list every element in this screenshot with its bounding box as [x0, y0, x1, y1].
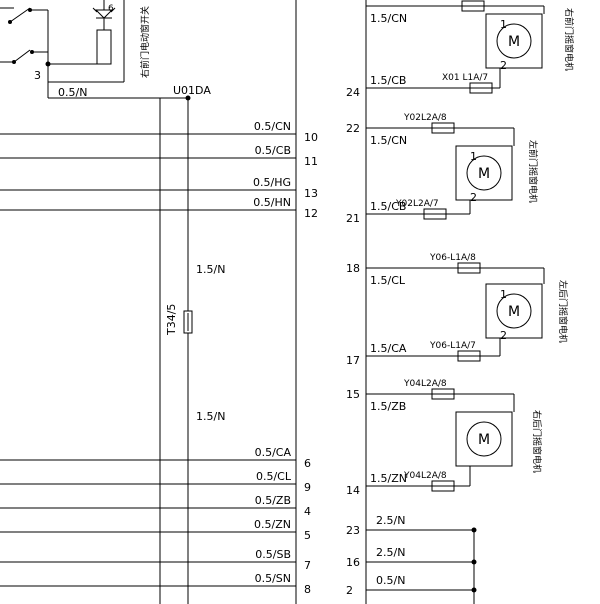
motor-label: 右后门摇窗电机 [531, 410, 543, 473]
ground-wire-label: 0.5/N [376, 574, 405, 587]
left-wire-label: 0.5/SN [255, 572, 291, 585]
fuse-wire-bottom: 1.5/N [196, 410, 225, 423]
motor-label: 右前门摇窗电机 [563, 8, 575, 71]
switch-ground-wire: 0.5/N [58, 86, 87, 99]
motor-bottom-connector: Y06-L1A/7 [429, 341, 476, 351]
left-wire-pin: 8 [304, 583, 311, 596]
switch-label: 右前门电动窗开关 [139, 6, 151, 78]
motor-bottom-wire: 1.5/CB [370, 74, 406, 87]
motor-label: 左后门摇窗电机 [557, 280, 569, 343]
motor-m-label: M [508, 304, 520, 320]
motor-m-label: M [508, 34, 520, 50]
motor-symbol [466, 155, 502, 191]
left-wire-pin: 6 [304, 457, 311, 470]
motor-bottom-connector: Y04L2A/8 [403, 471, 447, 481]
left-wire-pin: 4 [304, 505, 311, 518]
ground-wire-group: 2.5/N 23 2.5/N 16 0.5/N 2 [346, 514, 477, 604]
node-u01da: U01DA [173, 84, 211, 97]
motor-bottom-connector: Y02L2A/7 [395, 199, 439, 209]
ground-wire-label: 2.5/N [376, 514, 405, 527]
left-wire-pin: 5 [304, 529, 311, 542]
motor-top-pin: 15 [346, 388, 360, 401]
ground-node [471, 587, 477, 593]
motor-bottom-pin: 24 [346, 86, 360, 99]
motor-pin-2: 2 [500, 59, 507, 72]
left-wire-label: 0.5/SB [255, 548, 291, 561]
motor-bottom-wire: 1.5/CA [370, 342, 407, 355]
motor-pin-1: 1 [500, 18, 507, 31]
motor-pin-1: 1 [500, 288, 507, 301]
motor-top-wire: 1.5/CN [370, 134, 407, 147]
left-wire-pin: 10 [304, 131, 318, 144]
motor-pin-2: 2 [470, 191, 477, 204]
motor-top-wire: 1.5/CL [370, 274, 406, 287]
motor-top-wire: 1.5/ZB [370, 400, 406, 413]
left-wire-pin: 9 [304, 481, 311, 494]
left-wire-label: 0.5/HG [253, 176, 291, 189]
left-wire-label: 0.5/CN [254, 120, 291, 133]
left-wire-group: 0.5/CN100.5/CB110.5/HG130.5/HN120.5/CA60… [0, 120, 318, 596]
motor-pin-2: 2 [500, 329, 507, 342]
motor-bottom-connector: X01 L1A/7 [442, 73, 488, 83]
motor-bottom-wire: 1.5/ZN [370, 472, 407, 485]
left-wire-pin: 7 [304, 559, 311, 572]
ground-node [471, 559, 477, 565]
fuse-t34-5: T34/5 1.5/N 1.5/N [165, 263, 225, 423]
motor-bottom-pin: 21 [346, 212, 360, 225]
left-wire-label: 0.5/CB [255, 144, 291, 157]
left-wire-label: 0.5/ZN [254, 518, 291, 531]
motor-top-connector: Y06-L1A/8 [429, 253, 476, 263]
ground-pin: 23 [346, 524, 360, 537]
switch-module: 3 6 右前门电动窗开关 0.5/N U01DA [0, 0, 211, 101]
ground-wire-label: 2.5/N [376, 546, 405, 559]
motor-m-label: M [478, 166, 490, 182]
left-wire-label: 0.5/HN [253, 196, 291, 209]
motor-top-connector: Y04L2A/8 [403, 379, 447, 389]
left-wire-pin: 12 [304, 207, 318, 220]
left-wire-pin: 13 [304, 187, 318, 200]
left-wire-label: 0.5/CL [256, 470, 292, 483]
motor-1: M1 2 1.5/CN 1.5/CB X01 L1A/7 24 右前门摇窗电机 [346, 0, 575, 99]
motor-symbol [466, 421, 502, 457]
left-wire-label: 0.5/CA [255, 446, 292, 459]
left-wire-pin: 11 [304, 155, 318, 168]
motor-top-pin: 22 [346, 122, 360, 135]
ground-pin: 2 [346, 584, 353, 597]
switch-pin-3: 3 [34, 69, 41, 82]
motor-top-pin: 18 [346, 262, 360, 275]
motor-m-label: M [478, 432, 490, 448]
switch-pin-6: 6 [108, 4, 114, 14]
motor-label: 左前门摇窗电机 [527, 140, 539, 203]
motor-bottom-pin: 17 [346, 354, 360, 367]
fuse-wire-top: 1.5/N [196, 263, 225, 276]
fuse-label: T34/5 [165, 304, 178, 336]
motor-symbol [496, 293, 532, 329]
motor-bottom-wire: 1.5/CB [370, 200, 406, 213]
ground-pin: 16 [346, 556, 360, 569]
motor-pin-1: 1 [470, 150, 477, 163]
motor-symbol [496, 23, 532, 59]
left-wire-label: 0.5/ZB [255, 494, 291, 507]
motor-top-wire: 1.5/CN [370, 12, 407, 25]
motor-top-connector: Y02L2A/8 [403, 113, 447, 123]
ground-node [471, 527, 477, 533]
motor-bottom-pin: 14 [346, 484, 360, 497]
